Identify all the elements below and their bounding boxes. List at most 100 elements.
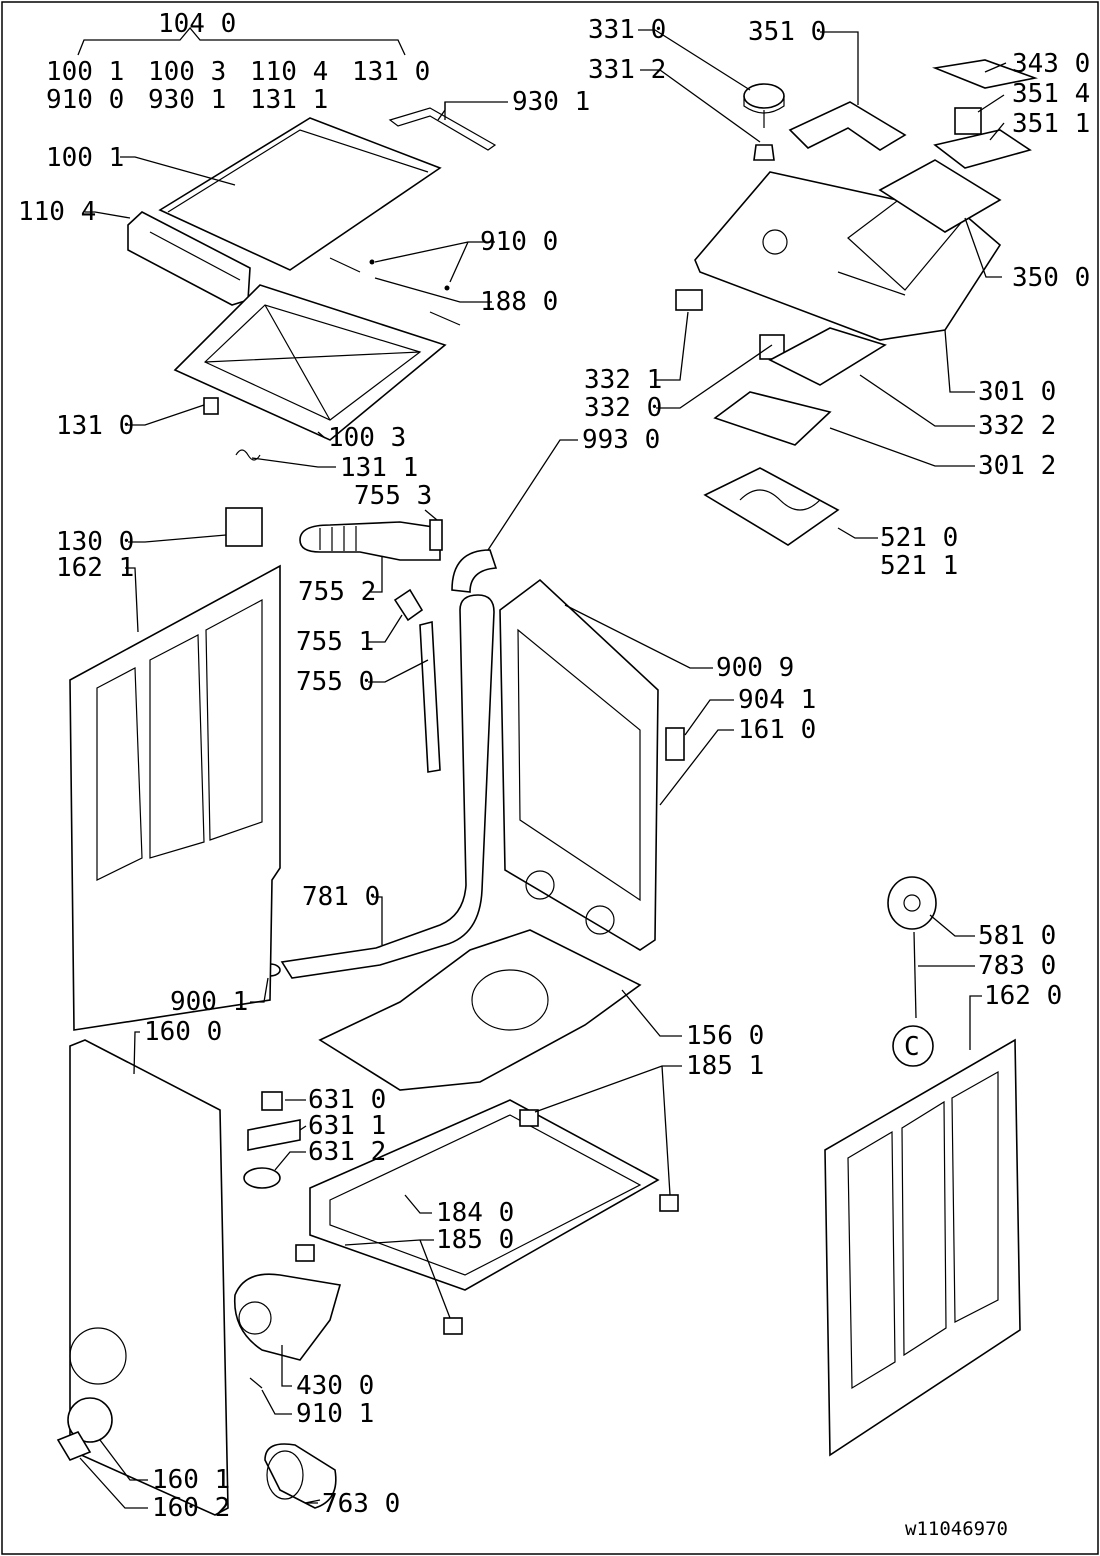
leader-line	[656, 344, 773, 409]
callout-label: 130 0	[56, 527, 134, 557]
leader-line	[274, 1151, 306, 1171]
leader-line	[929, 914, 975, 937]
leader-line	[444, 101, 508, 120]
callout-label: 331 0	[588, 15, 666, 45]
rear-panel	[499, 578, 659, 951]
lid-edge	[167, 129, 429, 213]
group-member: 131 1	[250, 85, 328, 115]
group-member: 100 3	[148, 57, 226, 87]
callout-label: 755 2	[298, 577, 376, 607]
leader-line	[977, 94, 1005, 113]
callout-label: 351 0	[748, 17, 826, 47]
leader-line	[133, 1031, 140, 1075]
callout-labels: 331 0 331 2 351 0 343 0 351 4 351 1 350 …	[18, 15, 1090, 1523]
leader-line	[250, 977, 269, 1003]
rear-clip	[665, 727, 685, 761]
leader-line	[120, 156, 236, 186]
lock-part	[203, 397, 219, 415]
callout-label: 301 0	[978, 377, 1056, 407]
callout-label: 631 0	[308, 1085, 386, 1115]
top-frame	[173, 284, 447, 441]
leader-line	[640, 69, 761, 143]
drain-pump-port	[238, 1301, 272, 1335]
rear-panel-hole	[585, 905, 615, 935]
callout-label: 900 9	[716, 653, 794, 683]
switch-part	[675, 289, 703, 311]
leader-line	[368, 659, 429, 683]
leader-line	[969, 995, 982, 1050]
callout-label: 162 0	[984, 981, 1062, 1011]
leader-line	[368, 614, 403, 643]
leader-line	[638, 29, 751, 91]
base-tray	[318, 929, 642, 1091]
callout-label: 781 0	[302, 882, 380, 912]
lid-panel	[158, 117, 442, 271]
callout-label: 161 0	[738, 715, 816, 745]
pin	[329, 257, 361, 273]
callout-label: 185 0	[436, 1225, 514, 1255]
elbow-part	[451, 549, 498, 593]
callout-label: 631 2	[308, 1137, 386, 1167]
leader-line	[424, 509, 438, 521]
bellows-hose	[299, 521, 441, 561]
door-latch	[261, 1091, 283, 1111]
callout-label: 160 0	[144, 1017, 222, 1047]
pump-filter	[264, 1443, 337, 1509]
leader-line	[437, 102, 446, 121]
leader-line	[487, 439, 578, 551]
dispenser-tray	[703, 467, 840, 546]
callout-label: 904 1	[738, 685, 816, 715]
callout-label: 755 1	[296, 627, 374, 657]
callout-label: 631 1	[308, 1111, 386, 1141]
bellows-ribs	[319, 526, 357, 551]
leader-line	[372, 896, 383, 945]
callout-label: 755 3	[354, 481, 432, 511]
service-door	[67, 1397, 113, 1443]
side-panel-right	[824, 1038, 1021, 1457]
leader-line	[374, 277, 492, 303]
group-brace	[77, 26, 406, 56]
callout-label: 521 1	[880, 551, 958, 581]
knob-adapter	[753, 144, 775, 161]
callout-label: 156 0	[686, 1021, 764, 1051]
callout-label: 910 0	[480, 227, 558, 257]
drawing-id: w11046970	[905, 1518, 1008, 1540]
callout-label: 350 0	[1012, 263, 1090, 293]
leader-line	[99, 1439, 148, 1481]
group-member: 930 1	[148, 85, 226, 115]
callout-label: 188 0	[480, 287, 558, 317]
group-label: 104 0	[158, 9, 236, 39]
base-frame-inner	[329, 1114, 642, 1276]
side-panel-left	[69, 564, 281, 1031]
callout-label: 910 1	[296, 1399, 374, 1429]
callout-label: 131 1	[340, 453, 418, 483]
leader-line	[659, 729, 734, 806]
hose-connector	[393, 588, 424, 622]
leader-line	[304, 1499, 321, 1504]
leader-line	[684, 699, 734, 736]
group-104-0: 104 0 100 1 100 3 110 4 131 0 910 0 930 …	[46, 9, 430, 115]
callout-label: 185 1	[686, 1051, 764, 1081]
electronic-board	[878, 159, 1002, 233]
foot	[659, 1194, 679, 1212]
module-block	[225, 507, 263, 547]
button-row	[837, 271, 906, 296]
leader-line	[125, 567, 139, 633]
callout-label: 100 3	[328, 423, 406, 453]
leader-line	[964, 217, 1002, 278]
marker-letter: C	[904, 1032, 920, 1062]
callout-label: 110 4	[18, 197, 96, 227]
front-panel-opening	[69, 1327, 127, 1385]
motor-pulley-hub	[903, 894, 921, 912]
callout-label: 162 1	[56, 553, 134, 583]
drain-hose	[280, 594, 495, 979]
leader-line	[370, 556, 383, 593]
callout-label: 343 0	[1012, 49, 1090, 79]
panel-support	[713, 391, 832, 446]
leader-line	[419, 1239, 451, 1319]
leader-line	[989, 122, 1005, 141]
callout-label: 755 0	[296, 667, 374, 697]
pump-filter-rim	[266, 1450, 304, 1500]
